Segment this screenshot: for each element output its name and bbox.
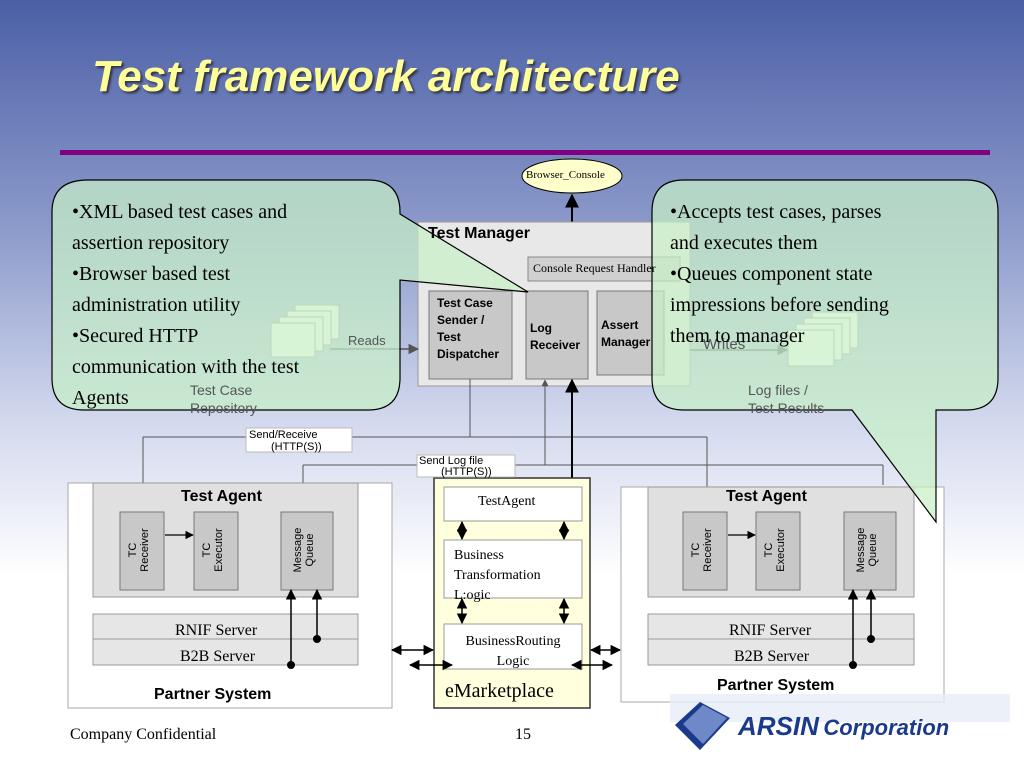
left-rnif-label: RNIF Server xyxy=(175,622,258,639)
right-b2b-label: B2B Server xyxy=(734,648,810,665)
send-receive-label: Send/Receive (HTTP(S)) xyxy=(249,429,322,453)
callout-right-shape xyxy=(651,179,999,524)
console-handler-label: Console Request Handler xyxy=(533,261,656,275)
right-rnif-label: RNIF Server xyxy=(729,622,812,639)
log-files-label: Log files / Test Results xyxy=(748,382,825,416)
slide-title: Test framework architecture xyxy=(92,52,680,101)
arsin-corporation: Corporation xyxy=(823,715,950,740)
footer-confidential: Company Confidential xyxy=(70,726,217,743)
log-receiver-label: Log Receiver xyxy=(530,321,581,352)
right-agent-title: Test Agent xyxy=(726,488,807,505)
em-test-agent-label: TestAgent xyxy=(478,494,536,509)
callout-left-text: •XML based test cases and assertion repo… xyxy=(72,201,300,409)
reads-label: Reads xyxy=(348,333,386,348)
browser-console-label: Browser_Console xyxy=(526,169,605,181)
dispatcher-box xyxy=(428,290,513,380)
assert-manager-label: Assert Manager xyxy=(601,318,651,349)
title-divider xyxy=(60,150,990,155)
em-business-routing: BusinessRouting Logic xyxy=(465,634,561,669)
log-receiver-box xyxy=(525,290,589,380)
repository-label: Test Case Repository xyxy=(190,382,257,416)
callout-right-text: •Accepts test cases, parses and executes… xyxy=(670,201,889,347)
send-log-label: Send Log file (HTTP(S)) xyxy=(419,455,492,478)
arsin-brand: ARSIN xyxy=(738,711,819,741)
left-partner-label: Partner System xyxy=(154,686,272,703)
left-agent-title: Test Agent xyxy=(181,488,262,505)
browser-console-node xyxy=(521,158,623,194)
writes-label: Writes xyxy=(703,336,746,353)
callout-left-shape xyxy=(51,179,529,411)
test-manager-title: Test Manager xyxy=(428,225,530,242)
right-partner-label: Partner System xyxy=(717,677,835,694)
dispatcher-label: Test Case Sender / Test Dispatcher xyxy=(437,296,500,361)
left-b2b-label: B2B Server xyxy=(180,648,256,665)
em-business-transformation: Business Transformation L:ogic xyxy=(454,548,541,603)
page-number: 15 xyxy=(515,726,531,743)
arsin-logo-mark xyxy=(670,694,1010,750)
emarketplace-label: eMarketplace xyxy=(445,680,554,702)
arsin-logo: ARSIN Corporation xyxy=(738,711,950,742)
